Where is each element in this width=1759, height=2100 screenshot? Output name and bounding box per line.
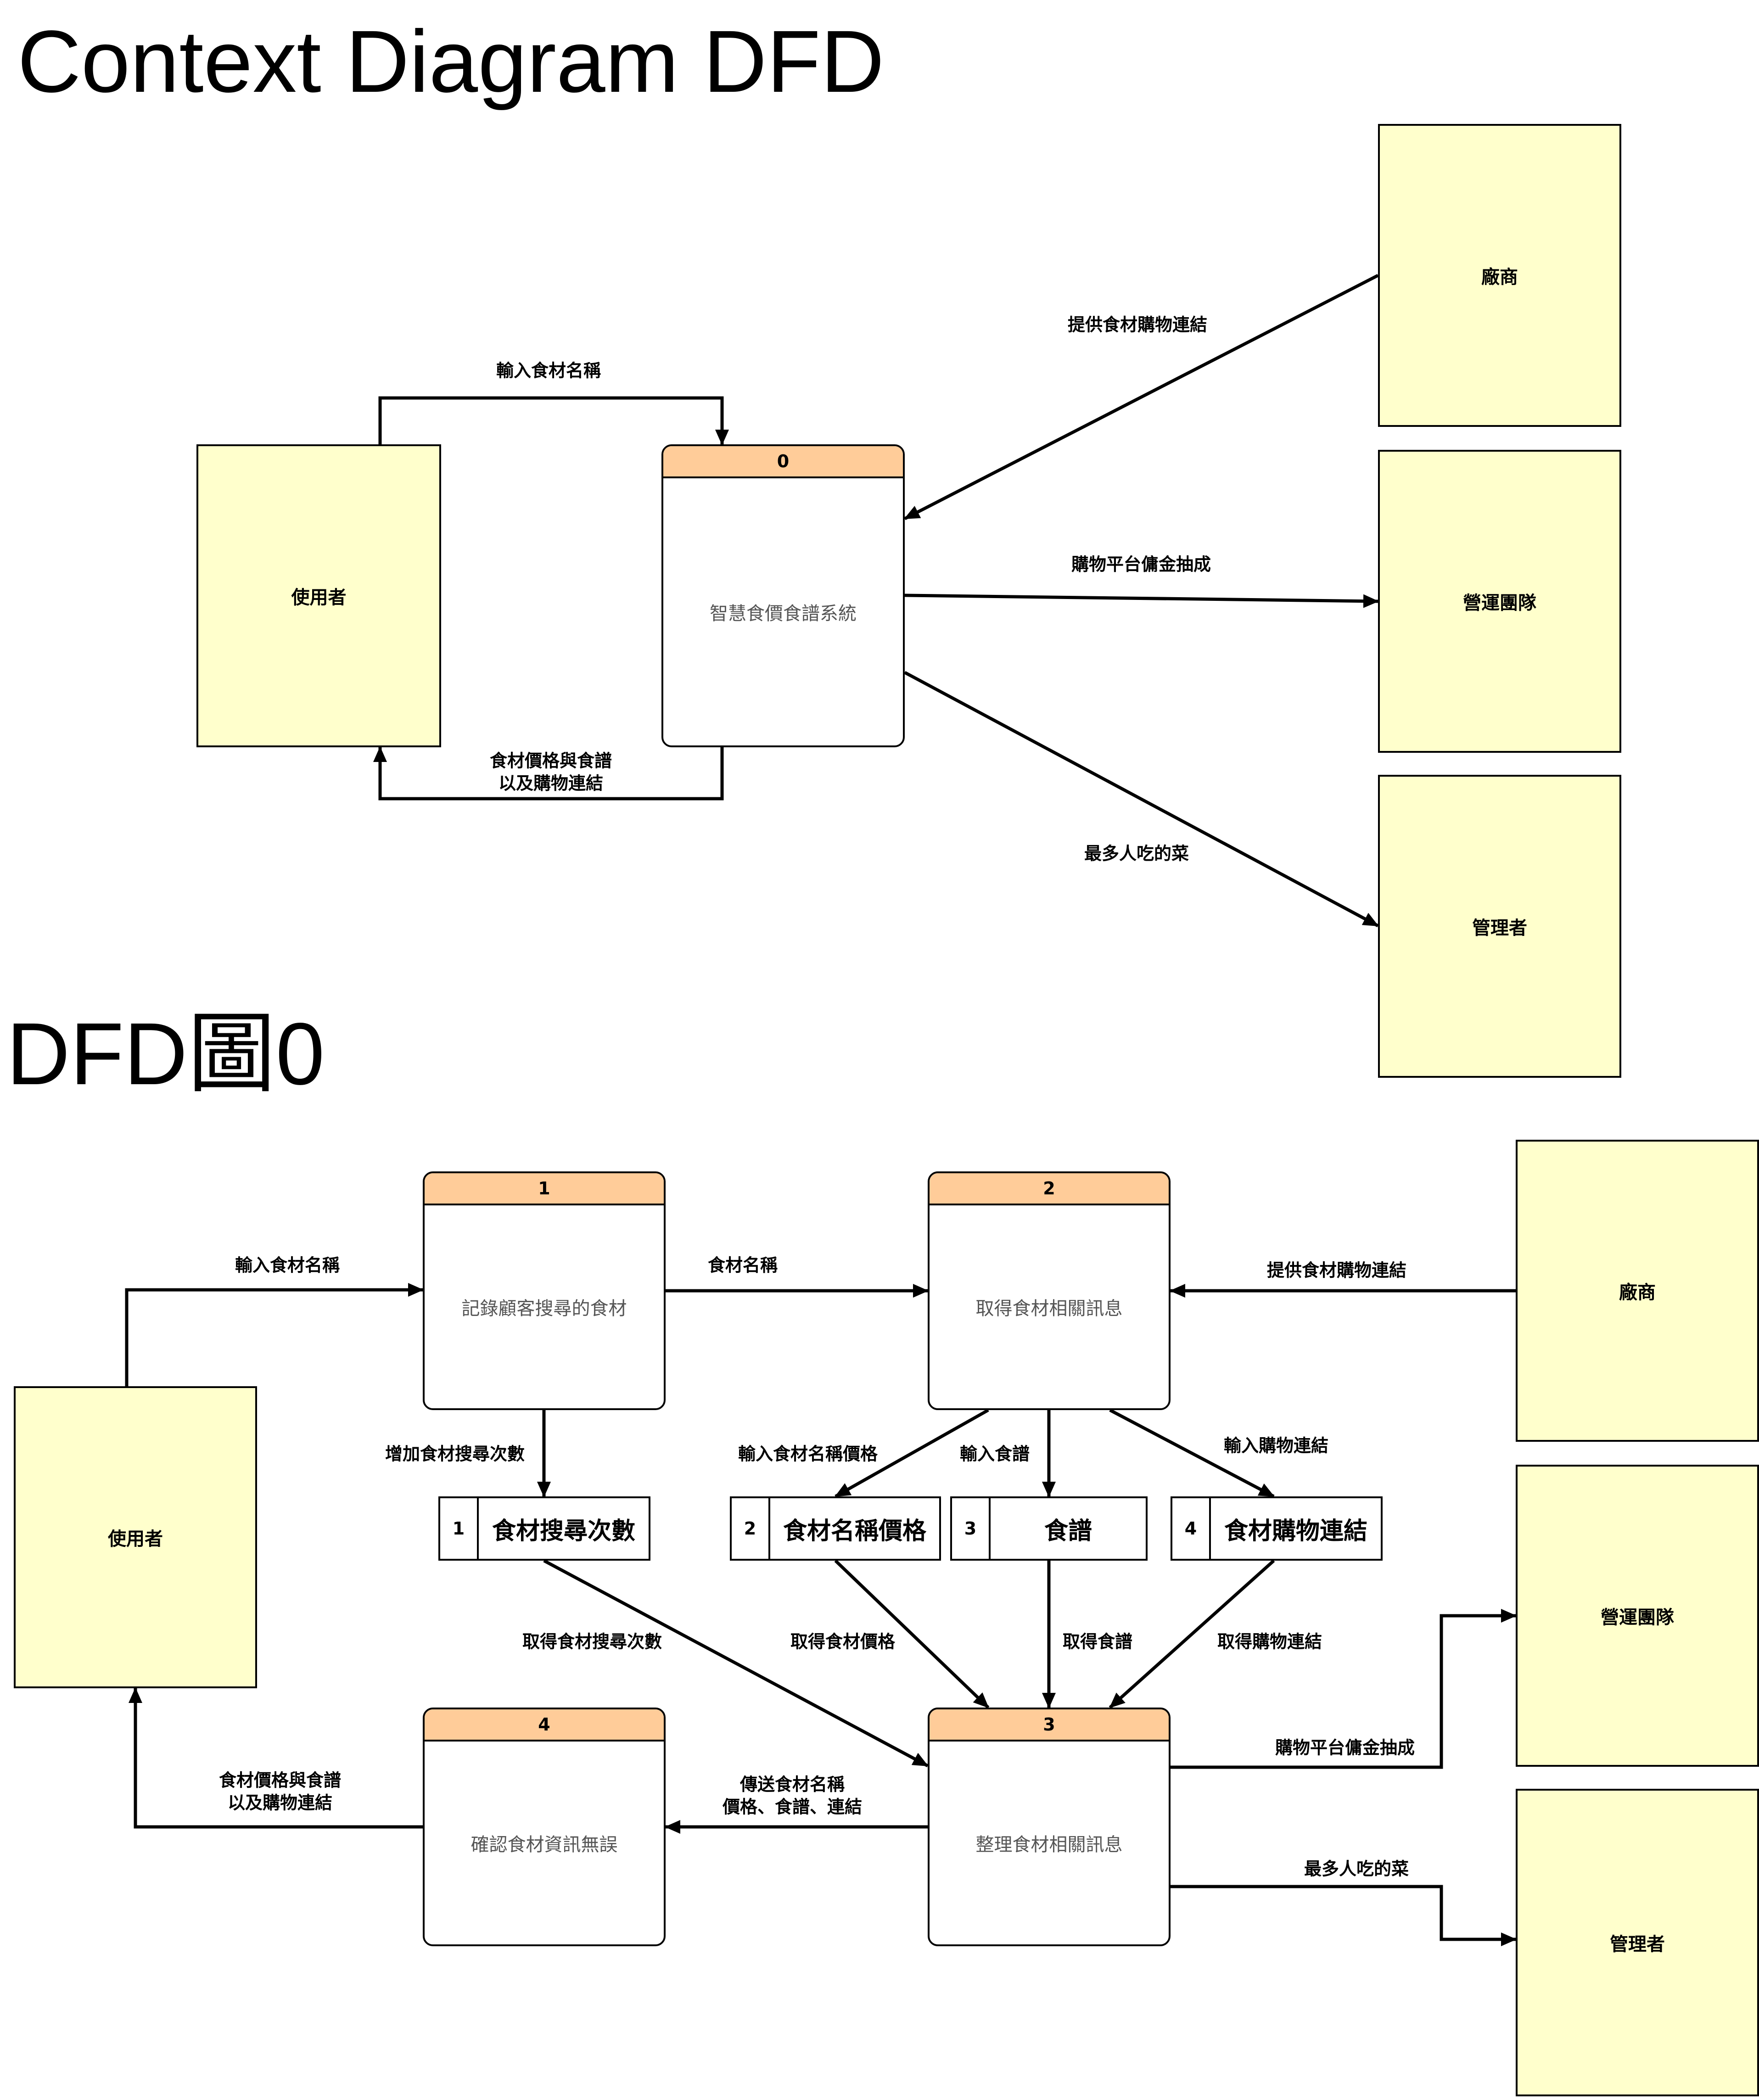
l0-entity-user[interactable]: 使用者 <box>14 1386 257 1688</box>
ctx-entity-vendor[interactable]: 廠商 <box>1378 124 1621 427</box>
l0-entity-vendor[interactable]: 廠商 <box>1516 1140 1759 1442</box>
l0-store-3[interactable]: 3 食譜 <box>950 1496 1148 1561</box>
ctx-flow-label-popular: 最多人吃的菜 <box>1084 843 1189 864</box>
l0-store-1-id: 1 <box>440 1498 479 1559</box>
l0-store-2-name: 食材名稱價格 <box>783 1517 926 1545</box>
l0-flow-label-vendor-link: 提供食材購物連結 <box>1266 1260 1407 1281</box>
l0-flow-label-get-recipe: 取得食譜 <box>1062 1631 1133 1652</box>
l0-store-2[interactable]: 2 食材名稱價格 <box>730 1496 941 1561</box>
flow-arrow-ctx-vendor-link <box>904 274 1379 521</box>
l0-flow-label-get-link: 取得購物連結 <box>1217 1631 1322 1652</box>
l0-store-4-name: 食材購物連結 <box>1224 1517 1367 1545</box>
l0-entity-ops[interactable]: 營運團隊 <box>1516 1465 1759 1767</box>
ctx-flow-label-input-name: 輸入食材名稱 <box>496 360 601 381</box>
flow-arrow-ctx-result <box>373 746 724 801</box>
l0-flow-label-input-price: 輸入食材名稱價格 <box>738 1444 878 1464</box>
flow-arrow-l0-input-price <box>835 1408 989 1498</box>
l0-store-1[interactable]: 1 食材搜尋次數 <box>438 1496 650 1561</box>
l0-store-2-id: 2 <box>732 1498 770 1559</box>
l0-store-1-name: 食材搜尋次數 <box>492 1517 635 1545</box>
l0-process-1[interactable]: 1 記錄顧客搜尋的食材 <box>423 1171 666 1410</box>
flow-arrow-ctx-popular <box>904 671 1379 928</box>
l0-process-2-name: 取得食材相關訊息 <box>975 1298 1123 1319</box>
l0-store-4[interactable]: 4 食材購物連結 <box>1171 1496 1383 1561</box>
l0-flow-label-input-recipe: 輸入食譜 <box>959 1444 1030 1464</box>
l0-store-3-name: 食譜 <box>1044 1517 1092 1545</box>
l0-process-2-id: 2 <box>930 1173 1169 1205</box>
l0-process-4[interactable]: 4 確認食材資訊無誤 <box>423 1708 666 1946</box>
l0-process-3-name: 整理食材相關訊息 <box>975 1834 1123 1855</box>
l0-process-4-name: 確認食材資訊無誤 <box>471 1834 618 1855</box>
ctx-process-0-id: 0 <box>663 446 903 478</box>
flow-arrow-l0-input-name <box>125 1283 424 1386</box>
flow-arrow-l0-commission <box>1171 1609 1517 1769</box>
flow-arrow-l0-get-link <box>1109 1559 1275 1709</box>
ctx-flow-label-vendor-link: 提供食材購物連結 <box>1067 314 1208 335</box>
flow-arrow-l0-popular <box>1171 1885 1517 1946</box>
l0-entity-admin[interactable]: 管理者 <box>1516 1789 1759 2096</box>
l0-process-1-name: 記錄顧客搜尋的食材 <box>461 1298 627 1319</box>
flow-arrow-ctx-commission <box>904 594 1379 608</box>
l0-process-1-id: 1 <box>425 1173 664 1205</box>
l0-process-3-id: 3 <box>930 1709 1169 1742</box>
l0-flow-label-input-link: 輸入購物連結 <box>1223 1435 1329 1456</box>
ctx-process-0-name: 智慧食價食譜系統 <box>710 603 857 624</box>
flow-arrow-l0-get-count <box>543 1559 929 1768</box>
l0-process-4-id: 4 <box>425 1709 664 1742</box>
flow-arrow-l0-get-price <box>834 1559 990 1709</box>
l0-flow-label-commission: 購物平台傭金抽成 <box>1275 1737 1415 1758</box>
flow-arrow-l0-input-link <box>1109 1408 1275 1498</box>
l0-flow-label-get-price: 取得食材價格 <box>790 1631 896 1652</box>
ctx-flow-label-result: 食材價格與食譜 以及購物連結 <box>489 750 612 794</box>
l0-flow-label-input-name: 輸入食材名稱 <box>235 1255 340 1276</box>
ctx-process-0[interactable]: 0 智慧食價食譜系統 <box>661 444 905 747</box>
dfd-level0-title: DFD圖0 <box>6 1004 325 1103</box>
l0-flow-label-send: 傳送食材名稱 價格、食譜、連結 <box>722 1774 863 1817</box>
l0-flow-label-name: 食材名稱 <box>707 1255 778 1276</box>
ctx-entity-user[interactable]: 使用者 <box>196 444 441 747</box>
l0-flow-label-add-count: 增加食材搜尋次數 <box>385 1444 525 1464</box>
l0-store-3-id: 3 <box>952 1498 991 1559</box>
l0-store-4-id: 4 <box>1172 1498 1211 1559</box>
ctx-flow-label-commission: 購物平台傭金抽成 <box>1071 554 1211 575</box>
context-diagram-title: Context Diagram DFD <box>17 12 885 111</box>
l0-flow-label-get-count: 取得食材搜尋次數 <box>522 1631 662 1652</box>
flow-arrow-l0-result <box>129 1687 423 1829</box>
l0-flow-label-result: 食材價格與食譜 以及購物連結 <box>218 1770 342 1813</box>
ctx-entity-ops[interactable]: 營運團隊 <box>1378 450 1621 753</box>
l0-process-3[interactable]: 3 整理食材相關訊息 <box>928 1708 1171 1946</box>
l0-process-2[interactable]: 2 取得食材相關訊息 <box>928 1171 1171 1410</box>
ctx-entity-admin[interactable]: 管理者 <box>1378 775 1621 1078</box>
l0-flow-label-popular: 最多人吃的菜 <box>1304 1859 1409 1879</box>
flow-arrow-ctx-input-name <box>378 396 729 445</box>
